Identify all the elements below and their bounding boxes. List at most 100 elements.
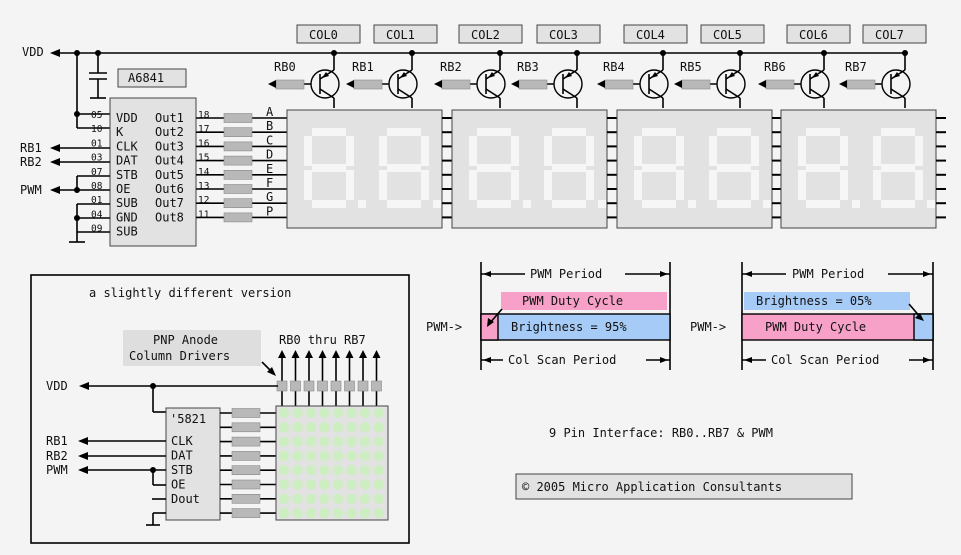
led-dot [319, 465, 330, 476]
led-dot [278, 422, 290, 433]
t2-scan: Col Scan Period [771, 353, 879, 367]
led-dot [278, 507, 290, 519]
pnp-label-box [123, 330, 261, 366]
led-dot [319, 407, 330, 419]
segment-resistor [223, 155, 253, 166]
pnp-line1: PNP Anode [153, 333, 218, 347]
base-resistor [604, 79, 634, 90]
t1-period: PWM Period [530, 267, 602, 281]
inset-title: a slightly different version [89, 286, 291, 300]
t1-duty: PWM Duty Cycle [522, 294, 623, 308]
led-dot [332, 422, 344, 433]
led-matrix [275, 405, 389, 521]
chip-out-5: Out5 [155, 168, 184, 182]
segment-resistor [223, 170, 253, 180]
led-dot [305, 422, 317, 433]
led-dot [278, 450, 290, 462]
led-dot [373, 493, 384, 504]
led-dot [346, 493, 357, 504]
chip-out-4: Out4 [155, 154, 184, 168]
col-label-5: COL5 [713, 28, 742, 42]
led-dot [373, 436, 384, 447]
chip-name-box [117, 68, 187, 88]
led-dot [359, 436, 371, 447]
segment-letter-b: B [266, 119, 273, 133]
led-dot [292, 407, 303, 419]
led-dot [373, 479, 384, 490]
led-dot [346, 479, 357, 490]
chip-pin-number: 01 [91, 195, 103, 206]
chip-out-6: Out6 [155, 182, 184, 196]
t2-waveform [741, 313, 934, 341]
out-pin-number: 12 [198, 195, 209, 206]
chip-out-3: Out3 [155, 139, 184, 153]
led-dot [292, 465, 303, 476]
segment-resistor [223, 127, 253, 137]
inset-resistors [220, 408, 276, 518]
led-dot [373, 407, 384, 419]
led-dot [332, 407, 344, 419]
segment-letter-d: D [266, 148, 273, 162]
copyright-box [515, 473, 853, 500]
out-pin-number: 16 [198, 138, 210, 149]
t1-duty-box [501, 292, 667, 310]
out-pin-number: 14 [198, 167, 210, 178]
led-dot [346, 422, 357, 433]
base-resistor [681, 79, 711, 90]
led-dot [305, 493, 317, 504]
led-dot [305, 479, 317, 490]
t1-brightness: Brightness = 95% [511, 320, 627, 334]
chip-out-7: Out7 [155, 196, 184, 210]
inset-rb1-label: RB1 [46, 434, 68, 448]
led-dot [373, 507, 384, 519]
t1-low-portion [480, 313, 499, 341]
led-dot [373, 422, 384, 433]
t2-brightness: Brightness = 05% [756, 294, 872, 308]
led-dot [278, 465, 290, 476]
t1-scan: Col Scan Period [508, 353, 616, 367]
led-dot [278, 407, 290, 419]
base-resistor [275, 79, 305, 90]
column-drivers: COL0RB0COL1RB1COL2RB2COL3RB3COL4RB4COL5R… [268, 24, 927, 108]
segment-resistor [223, 198, 253, 208]
led-dot [292, 507, 303, 519]
col-label-box [700, 24, 765, 44]
led-dot [305, 465, 317, 476]
col-label-2: COL2 [471, 28, 500, 42]
chip-pin-number: 08 [91, 181, 103, 192]
out-pin-number: 17 [198, 124, 209, 135]
col-label-box [623, 24, 688, 44]
base-resistor [518, 79, 548, 90]
a6841-chip [109, 97, 197, 247]
segment-letter-c: C [266, 133, 273, 147]
led-dot [292, 422, 303, 433]
led-dot [332, 507, 344, 519]
led-dot [359, 450, 371, 462]
inset-pin-clk: CLK [171, 434, 193, 448]
led-dot [319, 479, 330, 490]
led-dot [346, 450, 357, 462]
chip-pin-number: 03 [91, 153, 102, 164]
col-label-box [862, 24, 927, 44]
out-pin-number: 11 [198, 209, 210, 220]
inset-pin-stb: STB [171, 463, 193, 477]
inset-pwm-label: PWM [46, 463, 68, 477]
copyright-text: © 2005 Micro Application Consultants [522, 480, 782, 494]
t2-brightness-box [744, 292, 910, 310]
chip-pin-oe: OE [116, 182, 130, 196]
chip-pin-number: 10 [91, 124, 103, 135]
col-label-7: COL7 [875, 28, 904, 42]
chip-pin-number: 07 [91, 167, 102, 178]
col-label-3: COL3 [549, 28, 578, 42]
led-dot [319, 436, 330, 447]
led-dot [278, 479, 290, 490]
led-dot [332, 436, 344, 447]
left-signals: RB1 RB2 PWM [20, 141, 110, 243]
segment-letter-f: F [266, 176, 273, 190]
led-dot [305, 407, 317, 419]
led-dot [332, 465, 344, 476]
pnp-line2: Column Drivers [129, 349, 230, 363]
rb-label-1: RB1 [352, 60, 374, 74]
